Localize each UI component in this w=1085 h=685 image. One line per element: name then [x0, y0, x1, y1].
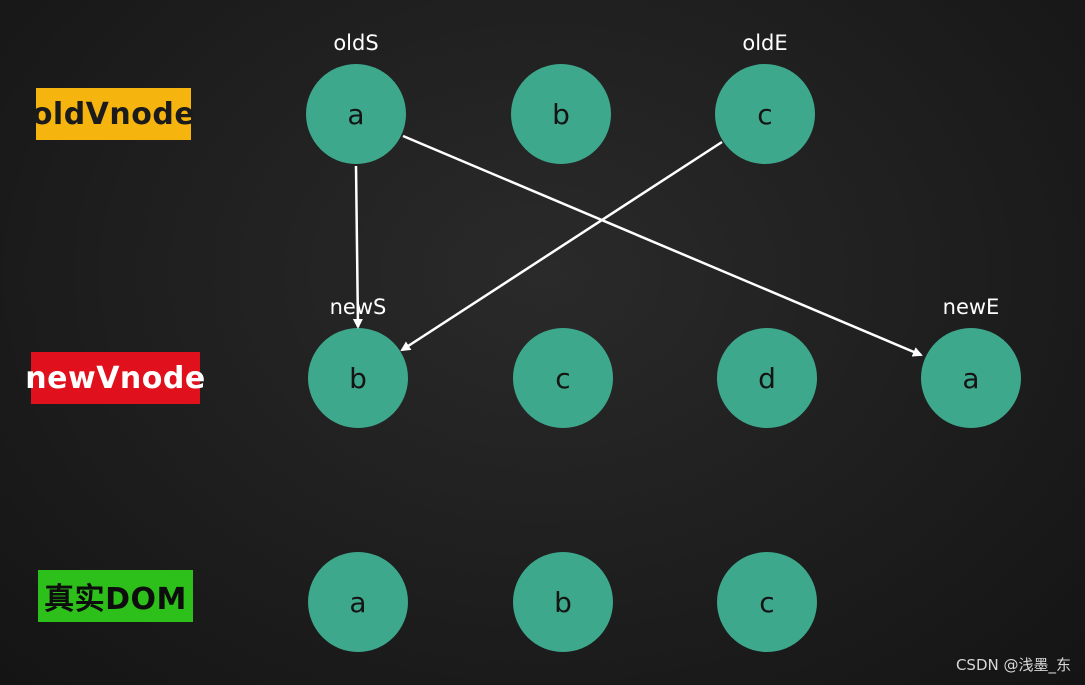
arrow-old-start-to-new-end — [402, 134, 923, 357]
dom-node: a — [308, 552, 408, 652]
label-old-vnode: oldVnode — [32, 88, 195, 140]
old-node: b — [511, 64, 611, 164]
dom-node: c — [717, 552, 817, 652]
arrow-old-end-to-new-start — [400, 140, 723, 352]
pointer-old-start: oldS — [333, 31, 379, 55]
old-node: a — [306, 64, 406, 164]
label-real-dom: 真实DOM — [38, 570, 193, 622]
new-node: d — [717, 328, 817, 428]
new-node: c — [513, 328, 613, 428]
pointer-new-end: newE — [942, 295, 1000, 319]
old-node: c — [715, 64, 815, 164]
watermark: CSDN @浅墨_东 — [955, 656, 1071, 674]
new-node: b — [308, 328, 408, 428]
pointer-old-end: oldE — [742, 31, 788, 55]
new-node: a — [921, 328, 1021, 428]
dom-node: b — [513, 552, 613, 652]
label-new-vnode: newVnode — [25, 352, 205, 404]
pointer-new-start: newS — [329, 295, 387, 319]
